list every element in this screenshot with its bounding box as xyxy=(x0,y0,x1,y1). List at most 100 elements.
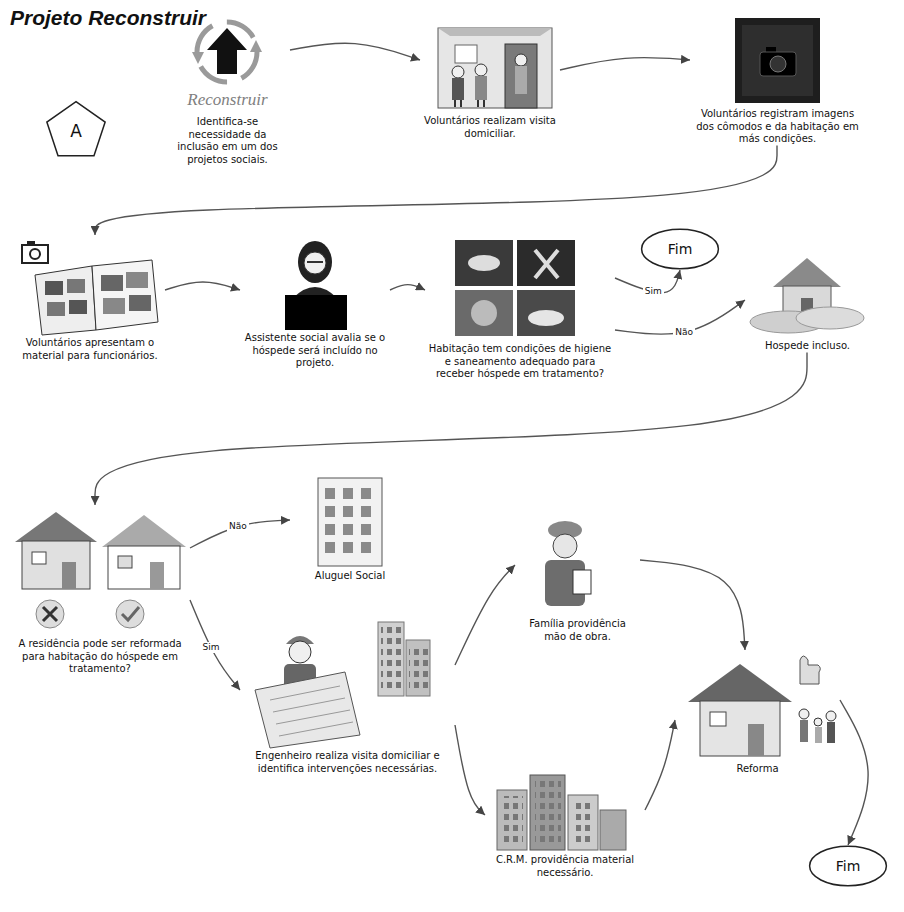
engineer-illustration-part xyxy=(255,672,360,748)
dark-photo-illustration-part xyxy=(770,56,786,72)
house-in-hands-illustration xyxy=(750,258,864,333)
home-visit-illustration-part xyxy=(477,100,479,107)
process-step: A residência pode ser reformada para hab… xyxy=(10,505,190,676)
process-step: Família providência mão de obra. xyxy=(515,515,640,643)
dark-photo-illustration-part xyxy=(735,18,820,103)
edge-label: Sim xyxy=(643,286,664,297)
buildings-illustration-part xyxy=(497,790,527,850)
engineer-illustration-part xyxy=(378,622,404,696)
flow-arrow xyxy=(190,520,290,548)
social-worker-illustration-part xyxy=(307,261,323,263)
step-caption: Habitação tem condições de higiene e san… xyxy=(427,343,613,381)
flow-arrow xyxy=(455,725,485,815)
sanitation-tiles-illustration-part xyxy=(455,240,513,286)
engineer-illustration-part xyxy=(409,644,429,692)
photo-album-illustration-part xyxy=(69,300,87,314)
step-caption: Voluntários realizam visita domiciliar. xyxy=(422,115,558,140)
flow-arrow xyxy=(560,58,690,70)
connector-group xyxy=(95,43,868,845)
houses-decision-illustration xyxy=(15,512,186,628)
sanitation-tiles-illustration-part xyxy=(468,255,500,271)
renovated-house-illustration-part xyxy=(748,724,764,756)
worker-illustration xyxy=(545,521,591,606)
engineer-illustration-part xyxy=(270,686,353,736)
renovated-house-illustration-part xyxy=(800,720,808,742)
dark-photo-illustration-part xyxy=(760,52,796,76)
step-caption: Assistente social avalia se o hóspede se… xyxy=(242,332,388,370)
sanitation-tiles-illustration-part xyxy=(528,310,564,326)
oval-outline xyxy=(642,229,719,268)
houses-decision-illustration-part xyxy=(15,512,97,542)
photo-album-illustration-part xyxy=(45,281,63,295)
home-visit-illustration-part xyxy=(483,100,485,107)
sanitation-tiles-illustration-part xyxy=(455,290,513,336)
home-visit-illustration-part xyxy=(438,28,552,108)
house-in-hands-illustration-part xyxy=(773,258,841,287)
renovated-house-illustration-part xyxy=(814,718,822,726)
houses-decision-illustration-part xyxy=(150,562,164,589)
process-step: Reforma xyxy=(675,650,840,776)
flow-arrow xyxy=(190,600,240,690)
apartment-building-illustration xyxy=(318,478,382,566)
terminator-label: Fim xyxy=(836,858,861,874)
houses-decision-illustration-part xyxy=(102,515,186,547)
home-visit-illustration-part xyxy=(475,64,487,76)
connector-pentagon: A xyxy=(45,100,107,158)
photo-album-illustration xyxy=(22,241,158,335)
terminator-oval: Fim xyxy=(640,228,720,270)
renovated-house-illustration-part xyxy=(710,712,726,726)
step-caption: Identifica-se necessidade da inclusão em… xyxy=(167,116,288,166)
edge-label: Sim xyxy=(200,642,221,653)
step-caption: Voluntários registram imagens dos cômodo… xyxy=(692,108,863,146)
terminator-label: Fim xyxy=(668,241,693,257)
houses-decision-illustration-part xyxy=(108,546,180,589)
buildings-illustration-part xyxy=(568,795,598,850)
sanitation-tiles-illustration-part xyxy=(517,290,575,336)
step-caption: Engenheiro realiza visita domiciliar e i… xyxy=(242,750,453,775)
step-caption: Voluntários apresentam o material para f… xyxy=(17,337,163,362)
engineer-illustration-part xyxy=(406,640,430,696)
process-step: Habitação tem condições de higiene e san… xyxy=(425,235,615,381)
step-caption: Hospede incluso. xyxy=(747,340,868,353)
dark-photo-illustration-part xyxy=(742,25,813,96)
process-step: Hospede incluso. xyxy=(745,240,870,353)
houses-decision-illustration-part xyxy=(43,607,57,621)
houses-decision-illustration-part xyxy=(22,541,90,589)
process-step: Engenheiro realiza visita domiciliar e i… xyxy=(240,615,455,775)
sanitation-tiles-illustration-part xyxy=(535,250,558,278)
reconstruir-logo-part xyxy=(192,52,204,64)
social-worker-illustration xyxy=(285,241,347,330)
photo-album-illustration-part xyxy=(47,302,65,316)
buildings-illustration-part xyxy=(535,781,561,845)
flow-arrow xyxy=(840,700,868,845)
home-visit-illustration-part xyxy=(452,66,464,78)
social-worker-illustration-part xyxy=(285,295,347,330)
step-caption: A residência pode ser reformada para hab… xyxy=(12,638,188,676)
process-step: ReconstruirIdentifica-se necessidade da … xyxy=(165,20,290,166)
pentagon-outline xyxy=(47,102,105,156)
photo-album-illustration-part xyxy=(67,279,85,293)
engineer-illustration-part xyxy=(381,626,403,692)
home-visit-illustration-part xyxy=(452,78,464,100)
engineer-illustration xyxy=(255,622,430,748)
worker-illustration-part xyxy=(553,534,577,558)
renovated-house-illustration-part xyxy=(827,722,835,743)
renovated-house-illustration xyxy=(688,656,836,756)
process-step: C.R.M. providência material necessário. xyxy=(485,770,645,879)
houses-decision-illustration-part xyxy=(122,607,139,620)
dark-photo-illustration xyxy=(735,18,820,103)
worker-illustration-part xyxy=(573,570,591,594)
renovated-house-illustration-part xyxy=(815,727,822,743)
social-worker-illustration-part xyxy=(298,241,332,283)
step-caption: C.R.M. providência material necessário. xyxy=(487,854,643,879)
reconstruir-logo-part xyxy=(250,40,262,52)
photo-album-illustration-part xyxy=(22,245,48,263)
step-caption: Reforma xyxy=(677,763,838,776)
flow-arrow xyxy=(645,720,675,810)
renovated-house-illustration-part xyxy=(826,711,836,721)
process-step: Voluntários realizam visita domiciliar. xyxy=(420,20,560,140)
home-visit-illustration-part xyxy=(515,66,527,94)
engineer-illustration-part xyxy=(289,641,311,663)
flow-arrow xyxy=(390,285,425,290)
photo-album-illustration-part xyxy=(103,298,125,314)
